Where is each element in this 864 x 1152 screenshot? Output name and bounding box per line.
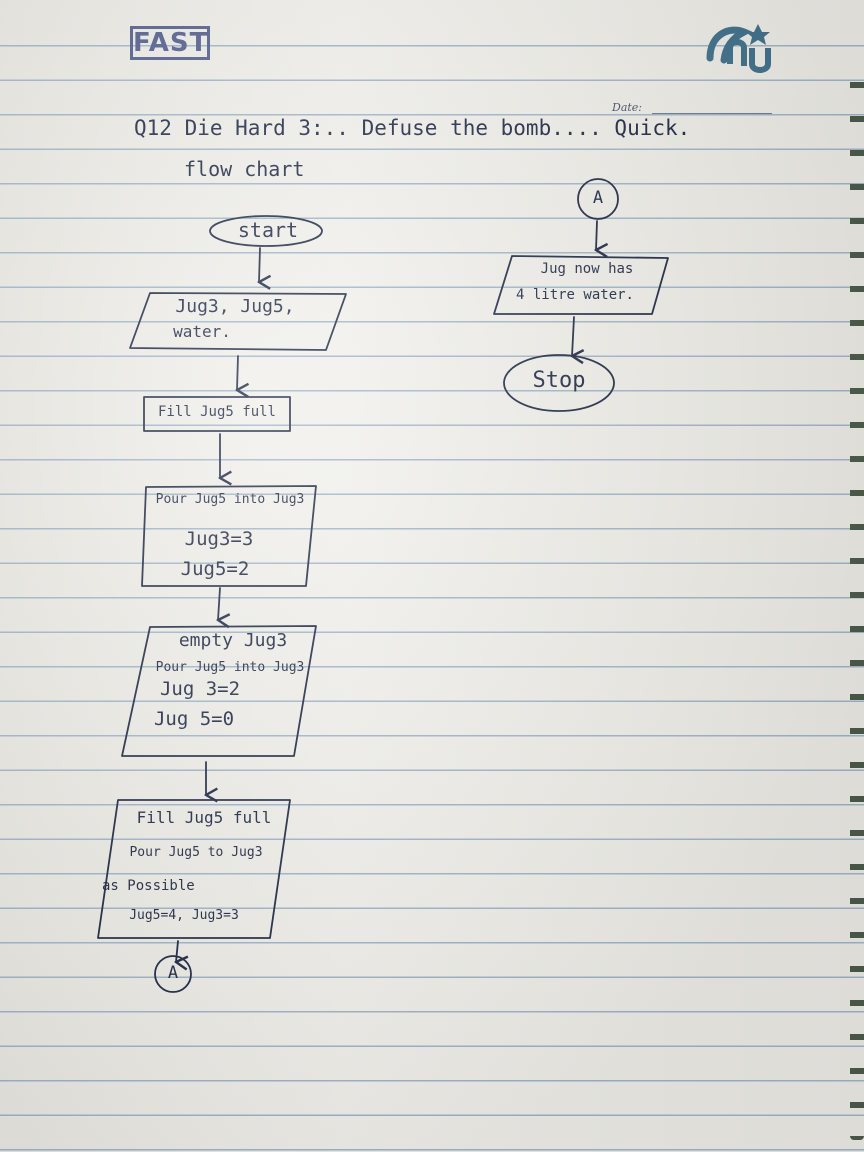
page-title: Q12 Die Hard 3:.. Defuse the bomb.... Qu… xyxy=(134,116,691,140)
arrow-step3-to-connector xyxy=(176,940,178,962)
input-parallelogram xyxy=(129,292,347,351)
start-label: start xyxy=(237,218,299,242)
result-line-2: 4 litre water. xyxy=(515,287,634,303)
step2-line-4: Jug 5=0 xyxy=(153,708,235,730)
start-terminator xyxy=(209,215,323,247)
spiral-binding xyxy=(850,60,864,1140)
step3-line-1: Fill Jug5 full xyxy=(136,808,272,827)
step2-box xyxy=(121,625,317,757)
step2-line-3: Jug 3=2 xyxy=(159,678,241,700)
connector-a-top xyxy=(577,178,619,220)
step3-box xyxy=(97,799,291,939)
step3-line-2: Pour Jug5 to Jug3 xyxy=(129,845,263,860)
arrow-input-to-fill xyxy=(237,355,238,390)
arrow-start-to-input xyxy=(259,247,260,282)
page-subtitle: flow chart xyxy=(184,157,305,181)
date-label: Date: xyxy=(612,101,643,114)
step1-line-2: Jug3=3 xyxy=(184,528,254,550)
connector-a-bottom xyxy=(154,955,192,993)
nu-logo xyxy=(706,24,771,73)
arrow-connector-to-result xyxy=(596,220,597,250)
connector-a-top-label: A xyxy=(592,188,604,208)
result-parallelogram xyxy=(493,255,669,315)
step3-line-4: Jug5=4, Jug3=3 xyxy=(129,908,239,923)
arrow-step1-to-step2 xyxy=(218,587,220,620)
input-line-2: water. xyxy=(173,322,231,341)
step2-line-1: empty Jug3 xyxy=(178,630,288,651)
date-line xyxy=(652,113,772,114)
step1-line-3: Jug5=2 xyxy=(180,558,250,580)
stop-terminator xyxy=(503,354,615,412)
fast-logo: FAST xyxy=(130,26,210,60)
result-line-1: Jug now has xyxy=(540,261,634,277)
input-line-1: Jug3, Jug5, xyxy=(175,296,295,317)
connector-a-bottom-label: A xyxy=(167,963,179,983)
fill-jug5-box xyxy=(143,396,291,432)
step1-box xyxy=(141,485,317,587)
step3-line-3: as Possible xyxy=(102,878,195,894)
step1-line-1: Pour Jug5 into Jug3 xyxy=(155,492,305,507)
arrow-result-to-stop xyxy=(572,316,574,356)
fill-jug5-label: Fill Jug5 full xyxy=(157,404,276,420)
step2-line-2: Pour Jug5 into Jug3 xyxy=(155,660,305,675)
stop-label: Stop xyxy=(532,368,586,393)
